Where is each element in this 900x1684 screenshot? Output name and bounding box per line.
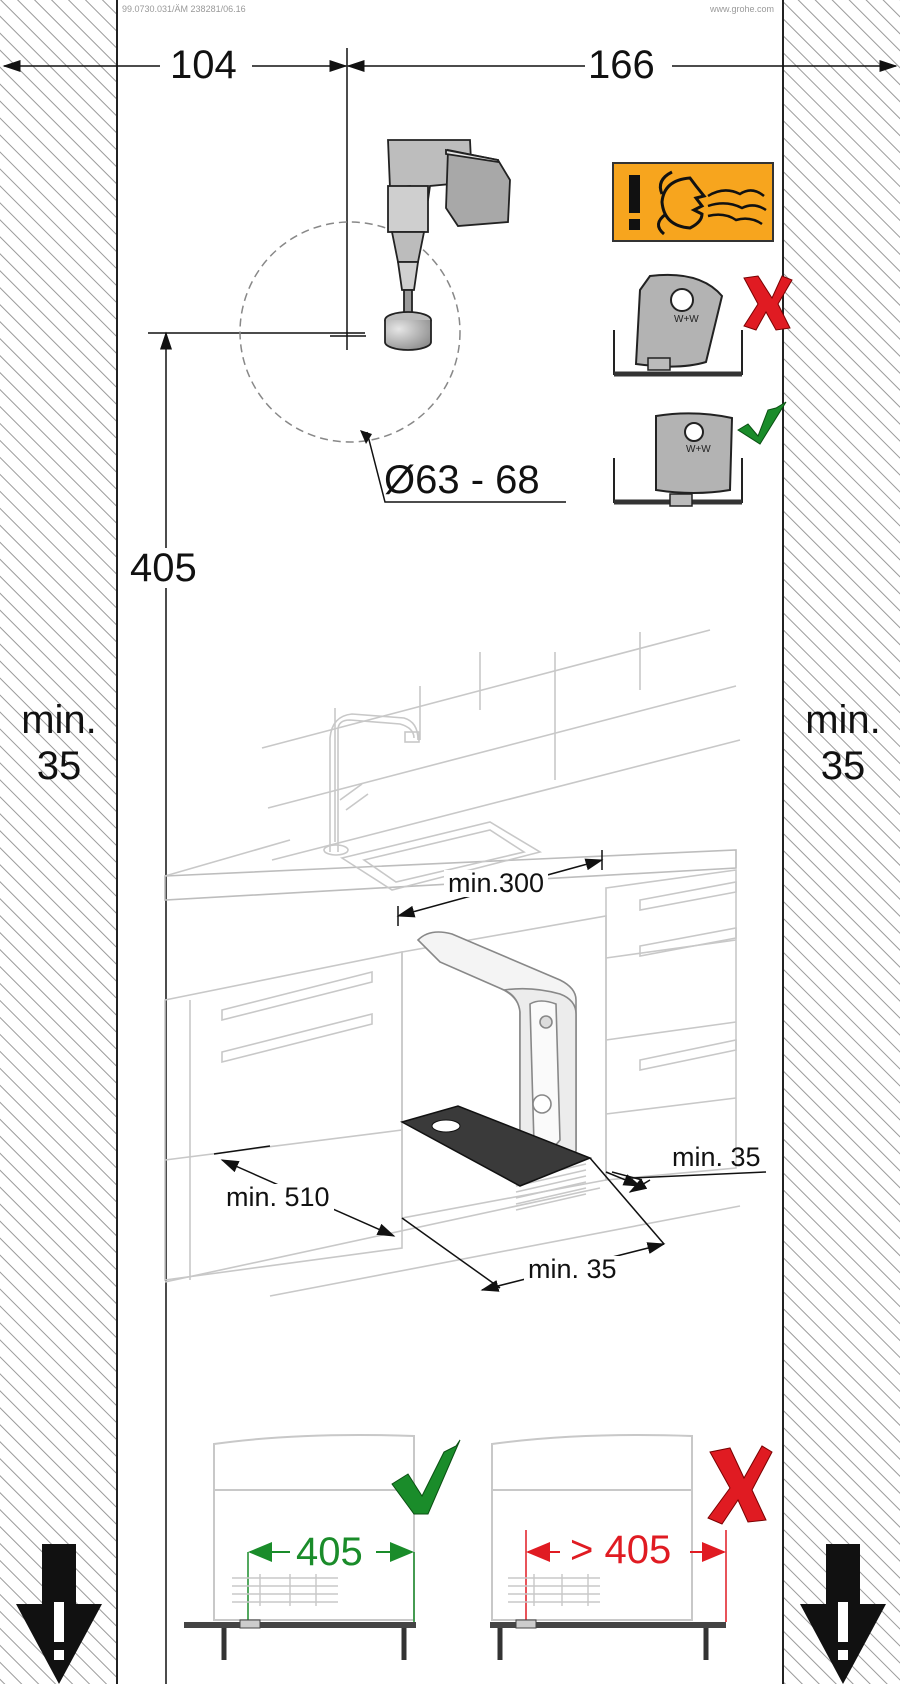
dim-depth-min: min. 510 xyxy=(222,1184,334,1211)
doc-code: 99.0730.031/ÄM 238281/06.16 xyxy=(122,4,246,14)
bottom-cabinet-bad xyxy=(490,1434,727,1660)
bad-width: > 405 xyxy=(570,1528,672,1572)
drill-icon xyxy=(384,139,511,351)
dim-diameter: Ø63 - 68 xyxy=(384,458,540,502)
hole-circle xyxy=(239,221,461,443)
good-width: 405 xyxy=(296,1530,363,1574)
left-wall xyxy=(0,0,117,1684)
cross-icon xyxy=(743,275,793,331)
blast-warning-icon xyxy=(612,162,774,242)
dim-width-min: min.300 xyxy=(444,870,549,897)
dim-height: 405 xyxy=(126,548,201,588)
filter-unit xyxy=(416,931,577,1169)
svg-text:W+W: W+W xyxy=(686,444,711,455)
website: www.grohe.com xyxy=(710,4,775,14)
dim-back-gap: min. 35 xyxy=(524,1256,621,1283)
dim-top-right: 166 xyxy=(588,43,655,87)
side-left-label: min. 35 xyxy=(21,698,97,788)
warning-arrow-icon xyxy=(800,1544,886,1684)
upright-device-icon: W+W xyxy=(613,412,743,507)
side-right-label: min. 35 xyxy=(805,698,881,788)
diameter-leader xyxy=(366,431,566,503)
right-wall xyxy=(783,0,900,1684)
cross-icon xyxy=(707,1445,773,1525)
svg-text:W+W: W+W xyxy=(674,314,699,325)
tilted-device-icon: W+W xyxy=(613,273,743,377)
check-icon xyxy=(737,401,787,445)
bottom-cabinet-ok xyxy=(184,1434,416,1660)
dim-top-left: 104 xyxy=(170,43,237,87)
dim-side-gap: min. 35 xyxy=(672,1142,761,1172)
warning-arrow-icon xyxy=(16,1544,102,1684)
kitchen-dimension-lines xyxy=(213,850,767,1292)
check-icon xyxy=(391,1439,461,1515)
